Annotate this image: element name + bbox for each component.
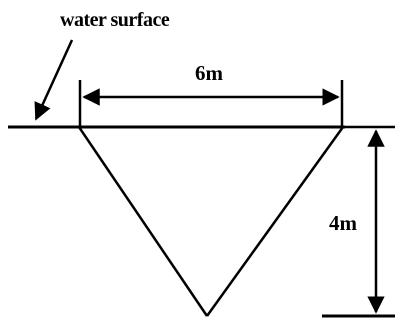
water-surface-label: water surface	[60, 9, 170, 31]
surface-pointer-arrow	[34, 39, 74, 121]
trough-left-side	[77, 126, 209, 317]
trough-right-side	[205, 126, 345, 317]
width-label: 6m	[195, 61, 223, 85]
depth-label: 4m	[329, 211, 357, 235]
